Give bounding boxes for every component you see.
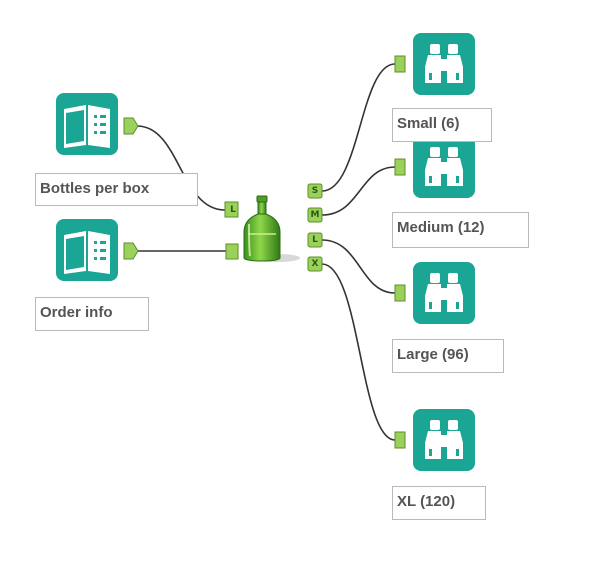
anchor-letter: X [311,259,319,269]
bottle-icon [243,195,281,262]
output-anchor-S[interactable] [307,183,323,199]
browse-input-anchor[interactable] [394,284,406,302]
anchor-letter: S [311,186,319,196]
binoculars-icon [425,420,463,459]
anchor-letter: L [230,205,236,215]
connection-wires [136,63,396,441]
binoculars-icon [425,273,463,312]
tool-annotation-large[interactable]: Large (96) [392,339,504,373]
browse-tool-small[interactable] [413,33,475,95]
book-icon [64,231,110,274]
browse-input-anchor[interactable] [394,158,406,176]
input-tool-bottles[interactable] [56,93,118,155]
output-anchor-M[interactable] [307,207,323,223]
tool-annotation-order-info[interactable]: Order info [35,297,149,331]
wire-medium[interactable] [321,166,396,216]
output-anchor[interactable] [123,117,139,135]
anchor-letter: M [310,210,320,220]
output-anchor-L[interactable] [307,232,323,248]
anchor-letter: L [312,235,318,245]
binoculars-icon [425,44,463,83]
browse-input-anchor[interactable] [394,431,406,449]
wire-small[interactable] [321,63,396,192]
output-anchor[interactable] [123,242,139,260]
browse-tool-medium[interactable] [413,136,475,198]
output-anchor-X[interactable] [307,256,323,272]
browse-input-anchor[interactable] [394,55,406,73]
binoculars-icon [425,147,463,186]
browse-tool-xl[interactable] [413,409,475,471]
book-icon [64,105,110,148]
wire-bottles-to-formula[interactable] [136,125,226,211]
wire-large[interactable] [321,239,396,294]
formula-tool[interactable] [243,195,300,262]
tool-annotation-small[interactable]: Small (6) [392,108,492,142]
input-anchor-2[interactable] [225,243,239,260]
input-anchor-L[interactable] [224,201,239,218]
tool-annotation-xl[interactable]: XL (120) [392,486,486,520]
input-tool-order[interactable] [56,219,118,281]
tool-annotation-bottles-per-box[interactable]: Bottles per box [35,173,198,206]
tool-annotation-medium[interactable]: Medium (12) [392,212,529,248]
browse-tool-large[interactable] [413,262,475,324]
wire-xl[interactable] [321,263,396,441]
